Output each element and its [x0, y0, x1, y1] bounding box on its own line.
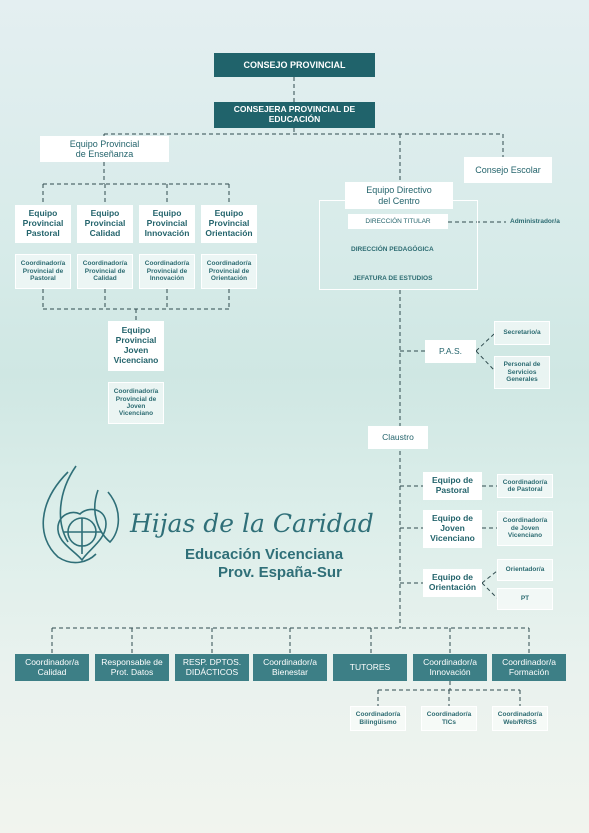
equipo-orientacion-box: Equipo de Orientación: [423, 569, 482, 597]
coord-bilinguismo-box: Coordinador/a Bilingüismo: [350, 706, 406, 731]
responsable-prot-datos-box: Responsable de Prot. Datos: [95, 654, 169, 681]
pt-box: PT: [497, 588, 553, 610]
coord-provincial-innovacion-box: Coordinador/a Provincial de Innovación: [139, 254, 195, 289]
resp-dptos-didacticos-box: RESP. DPTOS. DIDÁCTICOS: [175, 654, 249, 681]
tutores-box: TUTORES: [333, 654, 407, 681]
administrador-label: Administrador/a: [510, 218, 560, 225]
equipo-joven-vicenciano-box: Equipo de Joven Vicenciano: [423, 510, 482, 548]
equipo-pastoral-box: Equipo de Pastoral: [423, 472, 482, 500]
logo: [28, 462, 138, 577]
direccion-titular-box: DIRECCIÓN TITULAR: [348, 214, 448, 229]
coord-joven-box: Coordinador/a de Joven Vicenciano: [497, 511, 553, 546]
coord-tics-box: Coordinador/a TICs: [421, 706, 477, 731]
coord-pastoral-box: Coordinador/a de Pastoral: [497, 474, 553, 498]
equipo-provincial-calidad-box: Equipo Provincial Calidad: [77, 205, 133, 243]
coord-web-box: Coordinador/a Web/RRSS: [492, 706, 548, 731]
consejo-escolar-box: Consejo Escolar: [464, 157, 552, 183]
logo-emblem-icon: [42, 465, 120, 564]
equipo-directivo-box: Equipo Directivo del Centro: [345, 182, 453, 209]
consejo-provincial-box: CONSEJO PROVINCIAL: [214, 53, 375, 77]
equipo-provincial-pastoral-box: Equipo Provincial Pastoral: [15, 205, 71, 243]
consejera-provincial-box: CONSEJERA PROVINCIAL DE EDUCACIÓN: [214, 102, 375, 128]
direccion-pedagogica-label: DIRECCIÓN PEDAGÓGICA: [351, 246, 434, 253]
coord-formacion-box: Coordinador/a Formación: [492, 654, 566, 681]
equipo-provincial-ensenanza-box: Equipo Provincial de Enseñanza: [40, 136, 169, 162]
coord-innovacion-box: Coordinador/a Innovación: [413, 654, 487, 681]
coord-provincial-pastoral-box: Coordinador/a Provincial de Pastoral: [15, 254, 71, 289]
claustro-box: Claustro: [368, 426, 428, 449]
orientador-box: Orientador/a: [497, 559, 553, 581]
coord-provincial-calidad-box: Coordinador/a Provincial de Calidad: [77, 254, 133, 289]
coord-bienestar-box: Coordinador/a Bienestar: [253, 654, 327, 681]
coord-provincial-orientacion-box: Coordinador/a Provincial de Orientación: [201, 254, 257, 289]
equipo-provincial-joven-vicenciano-box: Equipo Provincial Joven Vicenciano: [108, 321, 164, 371]
personal-servicios-box: Personal de Servicios Generales: [494, 356, 550, 389]
equipo-provincial-orientacion-box: Equipo Provincial Orientación: [201, 205, 257, 243]
pas-box: P.A.S.: [425, 340, 476, 363]
logo-line3: Prov. España-Sur: [218, 564, 342, 581]
coord-provincial-joven-box: Coordinador/a Provincial de Joven Vicenc…: [108, 382, 164, 424]
secretario-box: Secretario/a: [494, 321, 550, 345]
logo-script-text: Hijas de la Caridad: [130, 509, 374, 538]
equipo-provincial-innovacion-box: Equipo Provincial Innovación: [139, 205, 195, 243]
jefatura-estudios-label: JEFATURA DE ESTUDIOS: [353, 275, 433, 282]
coord-calidad-box: Coordinador/a Calidad: [15, 654, 89, 681]
logo-line2: Educación Vicenciana: [185, 546, 344, 563]
